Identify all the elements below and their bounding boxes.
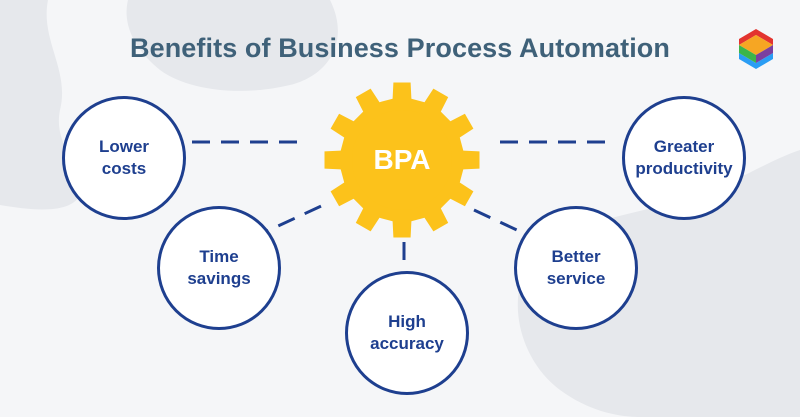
benefit-greater-productivity-line1: Greater <box>653 137 715 156</box>
benefit-lower-costs-line2: costs <box>101 159 147 178</box>
background-blob-top <box>126 0 338 91</box>
benefit-better-service-line2: service <box>546 269 606 288</box>
benefit-time-savings-line1: Time <box>199 247 239 266</box>
benefit-better-service: Better service <box>514 206 638 330</box>
benefit-better-service-line1: Better <box>551 247 601 266</box>
benefit-lower-costs: Lower costs <box>62 96 186 220</box>
benefit-high-accuracy: High accuracy <box>345 271 469 395</box>
brand-logo-icon <box>739 29 773 69</box>
page-title: Benefits of Business Process Automation <box>129 33 670 63</box>
benefit-greater-productivity-line2: productivity <box>635 159 733 178</box>
connector-better-service <box>473 208 535 240</box>
benefit-greater-productivity: Greater productivity <box>622 96 746 220</box>
background-blob-left <box>0 0 82 210</box>
background-blob-right <box>517 150 800 417</box>
benefit-time-savings: Time savings <box>157 206 281 330</box>
benefit-high-accuracy-line1: High <box>388 312 426 331</box>
benefit-time-savings-line2: savings <box>187 269 251 288</box>
gear-center <box>352 110 452 210</box>
center-label: BPA <box>373 144 431 175</box>
benefit-lower-costs-line1: Lower <box>98 137 150 156</box>
benefit-high-accuracy-line2: accuracy <box>370 334 444 353</box>
